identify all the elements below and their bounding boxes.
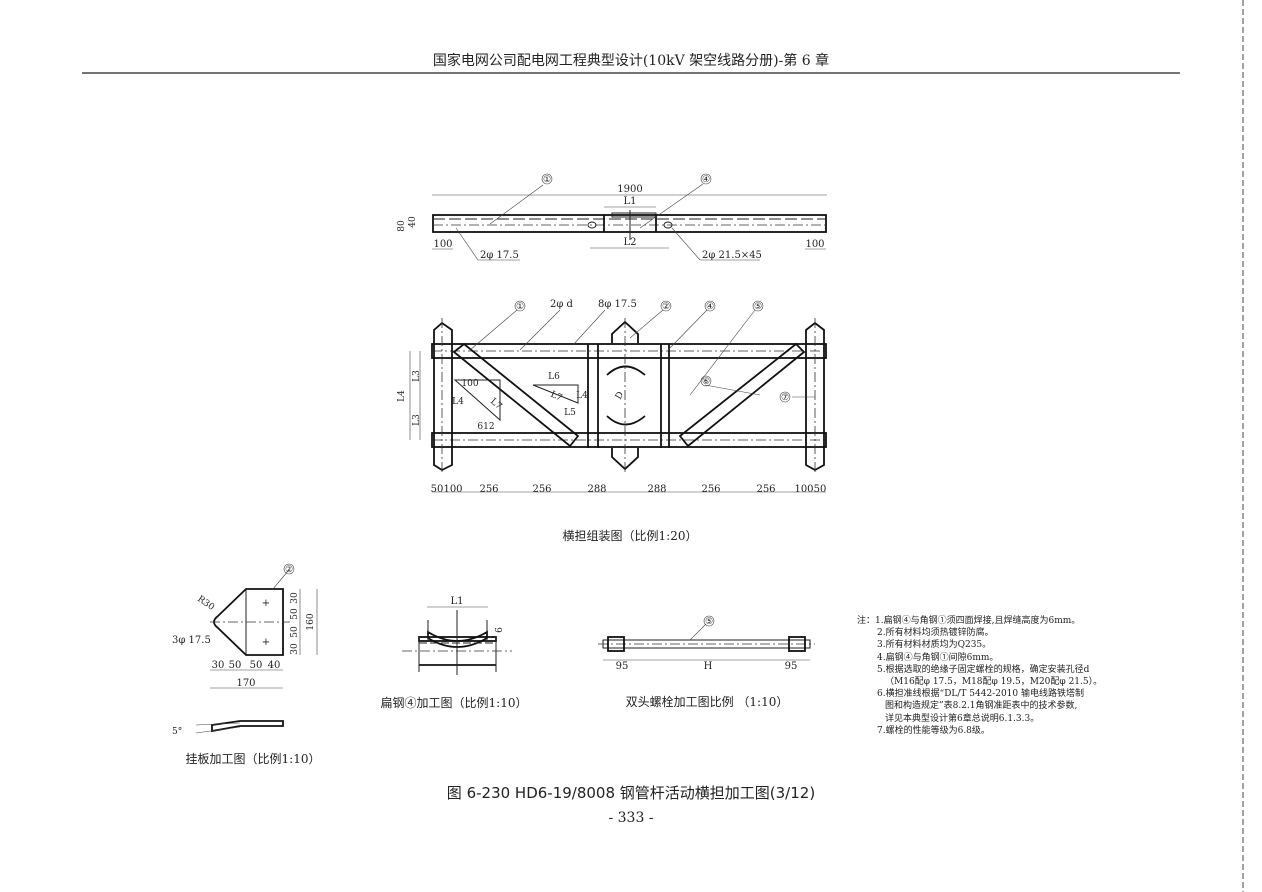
page-header: 国家电网公司配电网工程典型设计(10kV 架空线路分册)-第 6 章 <box>432 53 830 69</box>
dim: 256 <box>701 484 720 495</box>
callout-4: ④ <box>706 302 714 312</box>
hole-mark: + <box>262 637 270 648</box>
bolt-title: 双头螺栓加工图比例 （1:10） <box>626 694 789 709</box>
gusset-right-diag: L7 <box>549 390 564 404</box>
page-number: - 333 - <box>608 810 654 826</box>
hanging-plate-title: 挂板加工图（比例1:10） <box>186 752 321 766</box>
note-item: 2.所有材料均须热镀锌防腐。 <box>877 628 994 639</box>
gusset-right-top: L6 <box>548 372 560 382</box>
hdim-total: 170 <box>236 678 255 689</box>
dim: 256 <box>479 484 498 495</box>
hdim: 50 <box>250 660 263 671</box>
vdim: 30 <box>290 592 300 604</box>
holes-label: 3φ 17.5 <box>172 635 211 646</box>
dim: 50 <box>431 484 444 495</box>
callout-2: ② <box>662 302 670 312</box>
note-item: 图和构造规定”表8.2.1角钢准距表中的技术参数, <box>885 701 1078 712</box>
flat-steel-drawing: L1 6 扁钢④加工图（比例1:10） <box>381 596 528 710</box>
angle-label: 5° <box>172 727 182 737</box>
note-item: 注：1.扁钢④与角钢①须四面焊接,且焊缝高度为6mm。 <box>857 616 1081 626</box>
flat-steel-title: 扁钢④加工图（比例1:10） <box>381 696 528 710</box>
note-item: 4.扁钢④与角钢①间隙6mm。 <box>877 652 999 663</box>
radius-label: R30 <box>195 594 216 613</box>
notes-block: 注：1.扁钢④与角钢①须四面焊接,且焊缝高度为6mm。 2.所有材料均须热镀锌防… <box>857 615 1102 737</box>
dim-l1: L1 <box>450 596 463 607</box>
callout-5: ⑤ <box>754 302 762 312</box>
vdim: 50 <box>290 608 300 620</box>
gusset-left-side: L4 <box>452 397 464 407</box>
holes-label: 8φ 17.5 <box>598 299 637 310</box>
hole-mark: + <box>262 598 270 609</box>
hdim: 50 <box>229 660 242 671</box>
dim-40: 40 <box>408 216 418 228</box>
dim-right: 95 <box>785 661 798 672</box>
callout-7: ⑦ <box>781 393 789 403</box>
callout-5: ⑤ <box>705 617 713 627</box>
vdim: 30 <box>290 643 300 655</box>
dim-80: 80 <box>397 220 407 232</box>
hanging-plate-drawing: + + ② R30 3φ 17.5 30 50 50 30 160 30 50 … <box>172 563 321 766</box>
dim: 100 <box>794 484 813 495</box>
dim-l3-top: L3 <box>412 370 422 382</box>
dim-thickness: 6 <box>495 627 505 633</box>
dim-h: H <box>704 661 713 672</box>
callout-4: ④ <box>702 175 710 185</box>
dim-right-100: 100 <box>805 239 824 250</box>
gusset-right-side: L4 <box>576 391 588 401</box>
hdim: 30 <box>212 660 225 671</box>
dim-left: 95 <box>616 661 629 672</box>
figure-caption: 图 6-230 HD6-19/8008 钢管杆活动横担加工图(3/12) <box>446 784 816 802</box>
dim-l2: L2 <box>623 237 636 248</box>
dim: 256 <box>756 484 775 495</box>
dim: 50 <box>814 484 827 495</box>
callout-2: ② <box>285 565 293 575</box>
callout-6: ⑥ <box>702 377 710 387</box>
gusset-left-bottom: 612 <box>477 422 494 432</box>
vdim-total: 160 <box>306 613 316 630</box>
top-view-drawing: ① ④ 1900 L1 L2 80 40 100 100 2φ 17.5 2φ … <box>397 173 827 261</box>
dim-left-100: 100 <box>433 239 452 250</box>
dim-l3-bottom: L3 <box>412 414 422 426</box>
bolt-drawing: ⑤ 95 H 95 双头螺栓加工图比例 （1:10） <box>598 615 815 709</box>
holes-left-label: 2φ 17.5 <box>480 250 519 261</box>
dim-l4: L4 <box>397 390 407 402</box>
note-item: 5.根据选取的绝缘子固定螺栓的规格，确定安装孔径d <box>877 664 1090 675</box>
holes-right-label: 2φ 21.5×45 <box>702 250 762 261</box>
gusset-left-diag: L7 <box>488 397 504 412</box>
hdim: 40 <box>268 660 281 671</box>
gusset-right-bottom: L5 <box>564 408 576 418</box>
dim-overall: 1900 <box>617 184 642 195</box>
note-item: 详见本典型设计第6章总说明6.1.3.3。 <box>885 713 1040 724</box>
dim: 100 <box>443 484 462 495</box>
diameter-label: D <box>614 390 626 401</box>
dim: 288 <box>647 484 666 495</box>
note-item: （M16配φ 17.5，M18配φ 19.5，M20配φ 21.5）。 <box>885 677 1103 688</box>
callout-1: ① <box>516 302 524 312</box>
callout-1: ① <box>543 175 551 185</box>
note-item: 6.横担准线根据“DL/T 5442-2010 输电线路铁塔制 <box>877 689 1084 700</box>
notes-label: 注： <box>857 616 876 626</box>
vdim: 50 <box>290 626 300 638</box>
assembly-title: 横担组装图（比例1:20） <box>563 529 698 543</box>
note-item: 7.螺栓的性能等级为6.8级。 <box>877 725 990 736</box>
assembly-drawing: ① ② ④ ⑤ ⑥ ⑦ 2φ d 8φ 17.5 D L3 L3 L4 100 … <box>397 299 827 543</box>
dim: 288 <box>587 484 606 495</box>
gusset-left-top: 100 <box>461 379 478 389</box>
bottom-dimensions: 50 100 256 256 288 288 256 256 100 50 <box>431 484 827 495</box>
dim-l1: L1 <box>623 196 636 207</box>
holes-d-label: 2φ d <box>550 299 574 310</box>
note-item: 3.所有材料材质均为Q235。 <box>877 640 992 651</box>
dim: 256 <box>532 484 551 495</box>
